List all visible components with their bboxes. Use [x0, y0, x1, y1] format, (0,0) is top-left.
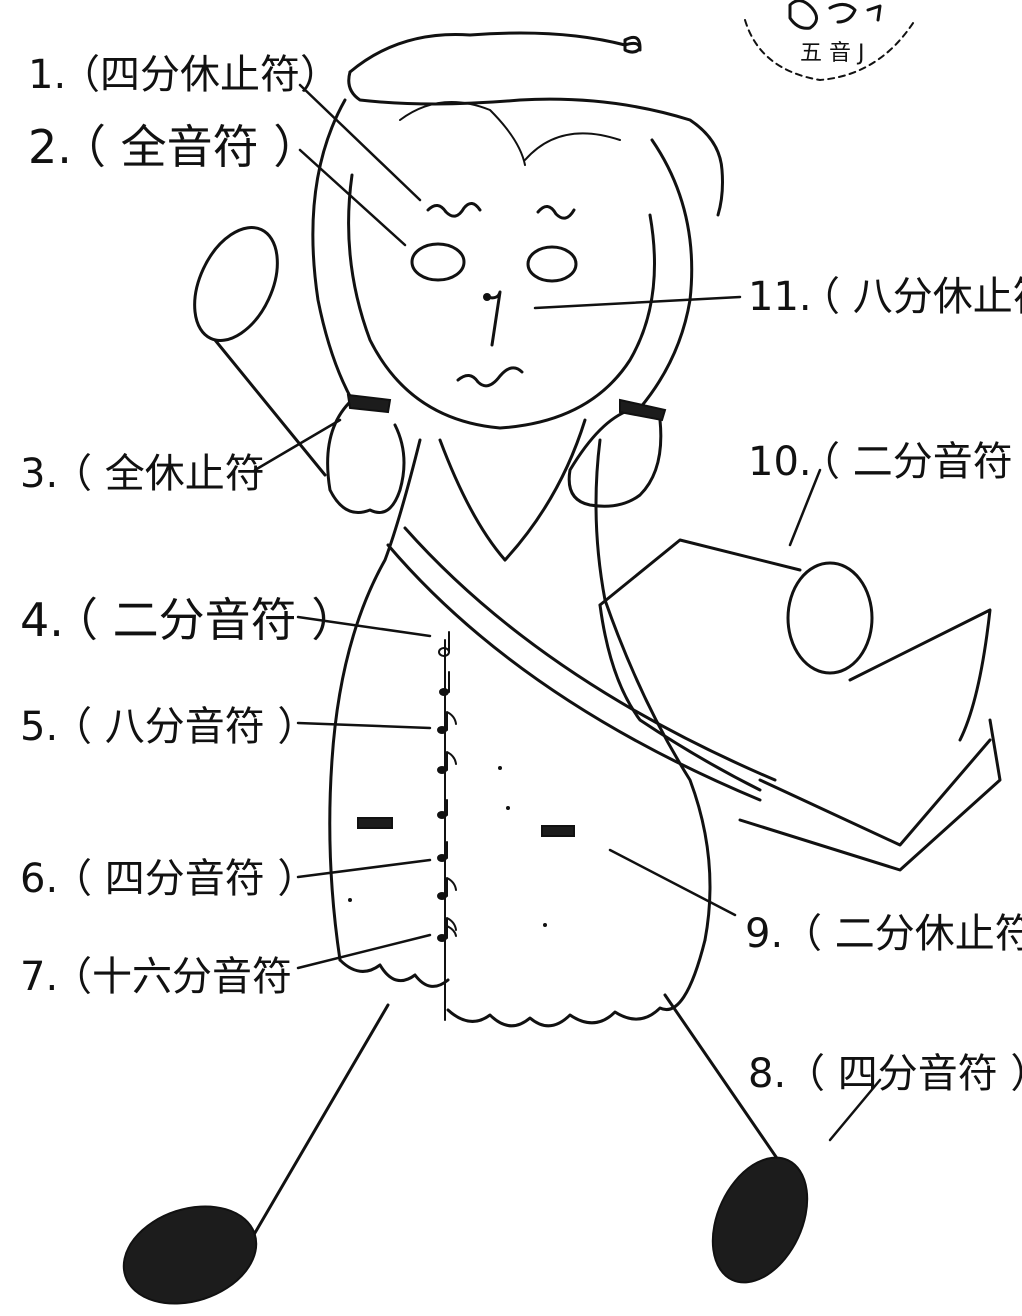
label-11-num: 11.: [748, 274, 812, 320]
label-2-text: （ 全音符 ）: [60, 120, 319, 174]
label-8-text: （ 四分音符 ）: [785, 1051, 1022, 1097]
label-9-num: 9.: [745, 911, 783, 957]
label-1-num: 1.: [28, 52, 66, 98]
label-3-text: （ 全休止符: [52, 451, 265, 497]
label-7: 7. （十六分音符: [20, 954, 292, 1000]
label-8: 8. （ 四分音符 ）: [748, 1051, 1022, 1097]
leader-lines: [253, 83, 882, 1142]
label-5-text: （ 八分音符 ）: [52, 704, 317, 750]
label-7-text: （十六分音符: [52, 954, 292, 1000]
label-2-num: 2.: [28, 120, 72, 174]
label-11-text: （ 八分休止符: [800, 274, 1022, 320]
label-4-num: 4.: [20, 593, 64, 647]
label-10-num: 10.: [748, 439, 812, 485]
label-1-text: （四分休止符）: [60, 52, 340, 98]
label-5: 5. （ 八分音符 ）: [20, 704, 317, 750]
label-11: 11. （ 八分休止符: [748, 274, 1022, 320]
label-6-num: 6.: [20, 856, 58, 902]
pigtails: [326, 393, 667, 514]
label-7-num: 7.: [20, 954, 58, 1000]
label-10-text: （ 二分音符 ）: [800, 439, 1022, 485]
legs: [122, 993, 809, 1305]
dress: [328, 418, 777, 1028]
label-5-num: 5.: [20, 704, 58, 750]
label-10: 10. （ 二分音符 ）: [748, 439, 1022, 485]
label-9-text: （ 二分休止符: [782, 911, 1022, 957]
label-8-num: 8.: [748, 1051, 786, 1097]
label-9: 9. （ 二分休止符: [745, 911, 1022, 957]
stamp: [744, 0, 916, 81]
label-3: 3. （ 全休止符: [20, 451, 265, 497]
label-4: 4. （ 二分音符 ）: [20, 593, 357, 647]
books: [598, 538, 1002, 872]
dress-notes: [348, 631, 547, 942]
label-2: 2. （ 全音符 ）: [28, 120, 319, 174]
hair: [311, 98, 694, 410]
label-6: 6. （ 四分音符 ）: [20, 856, 317, 902]
label-3-num: 3.: [20, 451, 58, 497]
stamp-text: 五 音 J: [800, 41, 864, 66]
label-1: 1. （四分休止符）: [28, 52, 340, 98]
face: [347, 173, 656, 430]
label-4-text: （ 二分音符 ）: [52, 593, 357, 647]
tambourine-left: [193, 226, 327, 477]
label-6-text: （ 四分音符 ）: [52, 856, 317, 902]
hat: [347, 31, 724, 217]
